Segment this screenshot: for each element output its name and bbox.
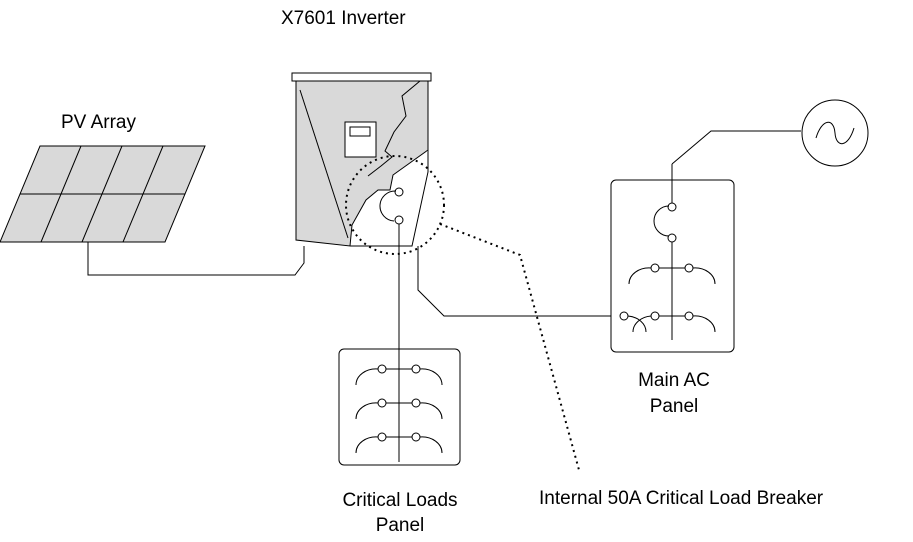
callout-leader-line — [439, 223, 580, 471]
breaker-callout-label: Internal 50A Critical Load Breaker — [539, 488, 824, 509]
critical-panel-label-line1: Critical Loads — [342, 490, 458, 511]
main-feed-wire — [417, 246, 620, 317]
inverter-unit — [291, 72, 432, 247]
grid-wire — [671, 130, 801, 165]
main-panel-label-line2: Panel — [649, 396, 699, 417]
main-ac-panel — [610, 164, 735, 353]
critical-loads-panel — [338, 348, 461, 466]
pv-array-label: PV Array — [61, 112, 136, 133]
inverter-label: X7601 Inverter — [281, 8, 406, 29]
utility-grid-icon — [801, 99, 869, 167]
breaker-callout-circle — [345, 155, 445, 255]
critical-panel-label-line2: Panel — [375, 515, 425, 536]
main-panel-label-line1: Main AC — [638, 370, 710, 391]
pv-array — [0, 145, 206, 243]
pv-dc-wire — [87, 242, 305, 276]
internal-breaker-icon — [379, 187, 404, 225]
